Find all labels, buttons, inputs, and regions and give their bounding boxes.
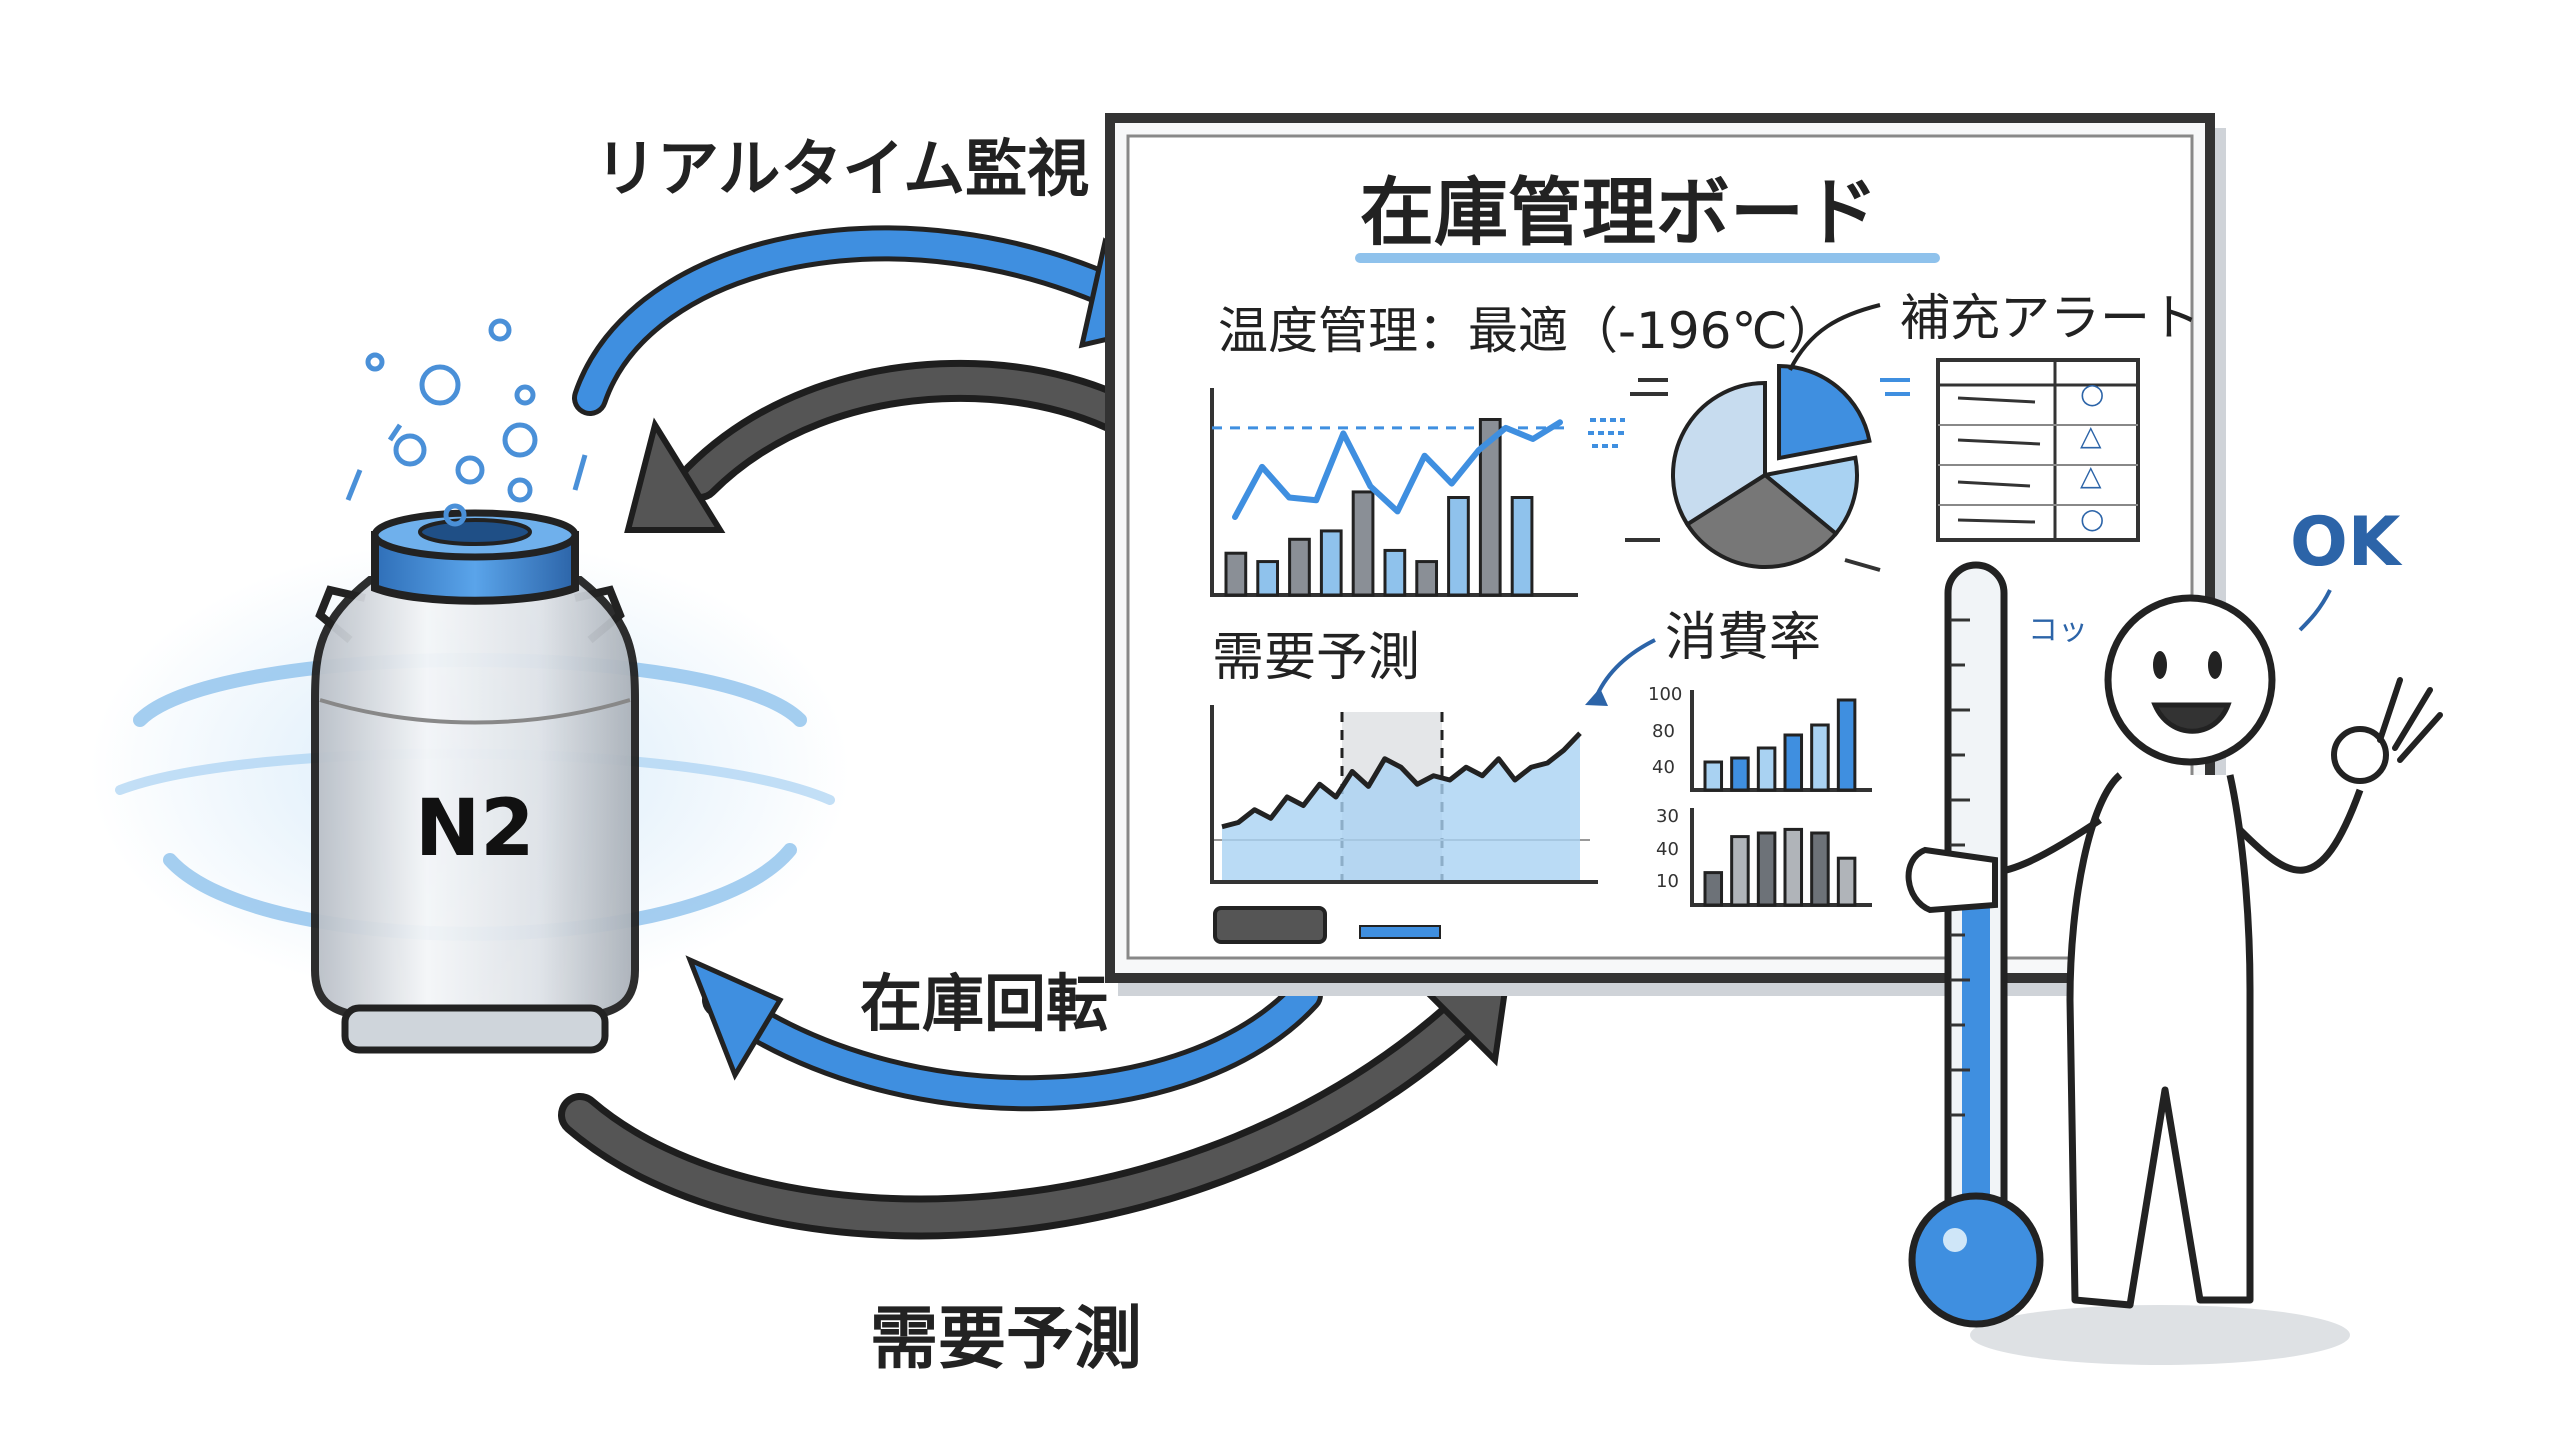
temperature-status: 温度管理：最適（-196℃） [1218,302,1838,360]
person-right-arm [2237,788,2364,874]
chart1-trend-line [1232,419,1563,520]
c4-tick-1: 100 [1648,684,1682,705]
chart1-bar-3 [1288,537,1311,597]
c5-tick-1: 30 [1656,806,1679,827]
chart-consumption-bottom: 30 40 10 [1656,806,1872,907]
chart1-bar-7 [1415,560,1439,597]
person-head [2104,594,2276,766]
c5-bar-2 [1730,835,1750,907]
chart-pie [1671,364,1872,569]
refill-alert-table: ○ △ △ ○ [1936,358,2140,542]
c5-tick-3: 10 [1656,871,1679,892]
chart1-bar-1 [1224,551,1248,597]
ok-hand [2331,726,2389,784]
chart1-bar-10 [1510,496,1534,597]
nitrogen-tank: N2 [90,318,850,1054]
bubbles [365,318,538,527]
chart-inventory-bars [1210,388,1628,597]
c4-tick-2: 80 [1652,721,1675,742]
refill-alert-label: 補充アラート [1900,289,2200,347]
c4-tick-3: 40 [1652,757,1675,778]
chart3-line [1221,731,1582,830]
c5-bar-6 [1836,856,1857,907]
c4-bar-2 [1730,756,1750,792]
board-tray [1213,906,1327,944]
chart1-bar-6 [1383,548,1407,597]
alert-symbol-4: ○ [2080,502,2104,535]
board-title: 在庫管理ボード [1360,170,1878,256]
pie-slice-2 [1760,455,1859,537]
alert-symbol-2: △ [2080,419,2102,452]
c4-bar-4 [1783,733,1804,792]
thermometer [1905,561,2044,1328]
arrowhead-left-blue [685,955,784,1081]
label-inventory-turnover: 在庫回転 [860,967,1108,1040]
speech-ok: OK [2290,503,2403,582]
person-with-thermometer: OK コッ [1905,503,2443,1365]
person-body [2066,772,2254,1309]
chart1-bar-9 [1478,418,1502,597]
chart-consumption-top: 100 80 40 [1648,684,1872,792]
chart1-bar-4 [1319,529,1343,597]
c5-bar-1 [1703,871,1724,907]
alert-symbol-3: △ [2080,459,2102,492]
c4-bar-5 [1810,723,1830,792]
pie-slice-4 [1671,380,1767,528]
chart-demand-forecast [1210,705,1598,884]
label-demand-forecast: 需要予測 [870,1300,1142,1379]
chart1-bar-2 [1256,560,1280,597]
c5-bar-5 [1810,831,1830,907]
pie-slice-3 [1684,472,1839,569]
consumption-rate-label: 消費率 [1665,608,1821,668]
chart3-axes [1210,705,1598,884]
c5-tick-2: 40 [1656,839,1679,860]
inventory-board: 在庫管理ボード 温度管理：最適（-196℃） 補充アラート ○ [1105,113,2226,996]
tank-label: N2 [415,784,535,874]
chart1-bar-5 [1351,490,1375,597]
chart1-bar-8 [1447,496,1470,597]
alert-symbol-1: ○ [2080,377,2104,410]
cool-mark: コッ [2028,613,2088,648]
arrowhead-left-dark [624,417,726,533]
c4-bar-3 [1756,746,1777,792]
tank-base [341,1004,609,1054]
c4-bar-1 [1703,760,1724,792]
c5-bar-4 [1783,827,1804,907]
c5-bar-3 [1756,831,1777,907]
c4-bar-6 [1836,698,1857,792]
demand-forecast-label: 需要予測 [1212,628,1420,688]
label-realtime-monitoring: リアルタイム監視 [595,132,1089,205]
